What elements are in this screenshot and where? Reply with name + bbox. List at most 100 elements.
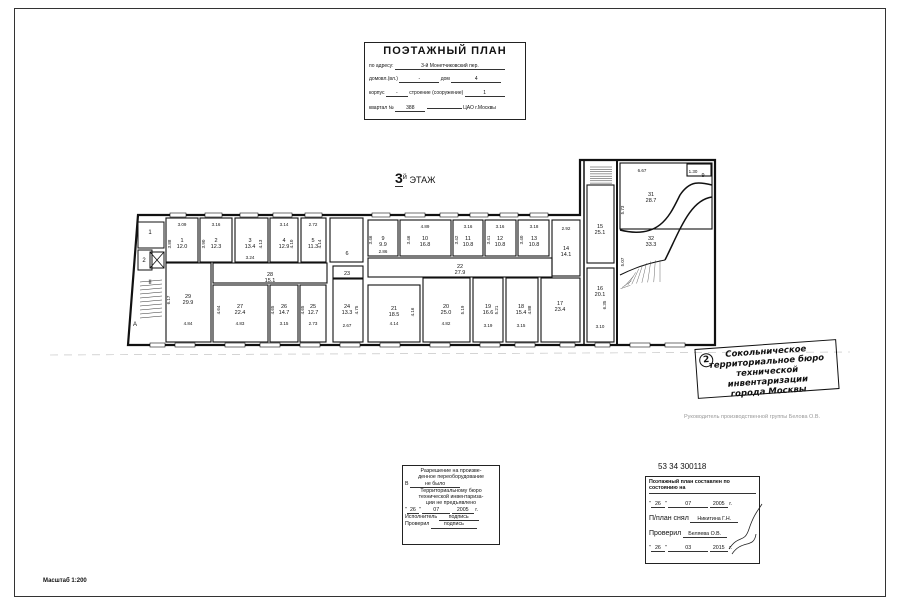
room-dimension: 3.15: [280, 321, 289, 326]
curved-wall: [664, 196, 713, 261]
stair-room: [137, 249, 153, 271]
room-26: [269, 284, 299, 343]
stair-step: [647, 261, 651, 283]
perm-line: технической инвентариза-: [418, 494, 484, 501]
room-22: [367, 257, 553, 278]
room-number: 31: [648, 192, 654, 198]
room-dimension: 4.13: [258, 239, 263, 248]
state-month2: 03: [668, 545, 709, 552]
title-block: ПОЭТАЖНЫЙ ПЛАН по адресу: 3-й Монетчиков…: [364, 42, 526, 120]
room-dimension: 3.09: [178, 222, 187, 227]
room-number: 28: [267, 272, 273, 278]
room-number: 23: [344, 271, 350, 277]
room-area: 9.9: [379, 242, 387, 248]
room-area: 18.5: [389, 312, 400, 318]
room-area: 25.0: [441, 310, 452, 316]
room-area: 14.1: [561, 252, 572, 258]
room-area: 20.1: [595, 292, 606, 298]
bti-stamp: 2 Сокольническое территориальное бюро те…: [694, 339, 840, 400]
room-13: [517, 219, 550, 257]
room-19: [472, 277, 504, 343]
perm-line: Территориальному бюро: [420, 487, 482, 494]
room-28: [212, 262, 328, 284]
room-area: 12.0: [177, 244, 188, 250]
room-area: 22.4: [235, 310, 246, 316]
window: [174, 342, 196, 348]
window: [594, 342, 611, 348]
window: [259, 342, 281, 348]
stair-step: [139, 287, 163, 291]
room-2: [199, 217, 233, 263]
district: ЦАО г.Москвы: [463, 105, 496, 111]
room-area: 13.3: [342, 310, 353, 316]
room-dimension: 4.88: [527, 305, 532, 314]
window: [559, 342, 576, 348]
window: [429, 342, 451, 348]
room-9: [367, 219, 399, 257]
room-dimension: 6.35: [602, 300, 607, 309]
room-dimension: 5.73: [620, 205, 625, 214]
room-number: 17: [557, 301, 563, 307]
room-area: 33.3: [646, 242, 657, 248]
window: [404, 212, 426, 218]
room-31: [619, 162, 713, 230]
state-year2-suffix: г.: [729, 545, 732, 551]
window: [304, 212, 323, 218]
room-dimension: 2.73: [309, 321, 318, 326]
dom-value: 4: [451, 76, 502, 83]
window: [299, 342, 321, 348]
room-24: [332, 278, 364, 343]
room-area: 15.4: [516, 310, 527, 316]
room-dimension: 4.89: [421, 224, 430, 229]
room-5: [300, 217, 327, 263]
room-dimension: 4.65: [270, 305, 275, 314]
room-dimension: 4.75: [354, 305, 359, 314]
stair-step: [631, 268, 639, 285]
room-dimension: 3.46: [368, 235, 373, 244]
room-area: 10.8: [529, 242, 540, 248]
elevator-icon: [149, 251, 165, 269]
room-area: 16.8: [420, 242, 431, 248]
room-number: 26: [281, 304, 287, 310]
room-dimension: 3.90: [201, 239, 206, 248]
permission-box: Разрешение на произве- денное переоборуд…: [402, 465, 500, 545]
stair-edge: [619, 259, 666, 276]
stair-step: [139, 295, 163, 299]
room-dimension: 3.41: [486, 235, 491, 244]
room-dimension: 3.18: [530, 224, 539, 229]
room-dimension: 6.67: [638, 168, 647, 173]
perm-line: ции не предъявлено: [425, 500, 477, 507]
room-dimension: 3.16: [464, 224, 473, 229]
perm-year-suffix: г.: [475, 506, 478, 513]
room-17: [540, 277, 581, 343]
stair-step: [627, 272, 636, 286]
signature: [728, 503, 763, 555]
address-label: по адресу:: [369, 63, 394, 69]
room-3: [234, 217, 269, 263]
room-dimension: 2.86: [379, 249, 388, 254]
room-dimension: 4.10: [289, 239, 294, 248]
state-month: 07: [668, 501, 709, 508]
room-dimension: 4.14: [390, 321, 399, 326]
state-year: 2005: [709, 501, 728, 508]
stair-step: [621, 280, 632, 288]
curved-wall: [619, 182, 713, 233]
perm-checker-label: Проверил: [405, 521, 430, 528]
room-number: 9: [381, 236, 384, 242]
room-29: [165, 262, 212, 343]
room-dimension: 4.14: [317, 239, 322, 248]
window: [469, 212, 489, 218]
window: [479, 342, 501, 348]
room-dimension: 4.84: [184, 321, 193, 326]
room-1: [165, 217, 199, 263]
plan-title: ПОЭТАЖНЫЙ ПЛАН: [383, 45, 507, 57]
state-box: Поэтажный план составлен по состоянию на…: [645, 476, 763, 564]
room-9: [686, 163, 712, 177]
room-14: [551, 219, 581, 277]
window: [339, 342, 361, 348]
room-area: 16.6: [483, 310, 494, 316]
room-dimension: 3.24: [246, 255, 255, 260]
room-area: 25.1: [595, 230, 606, 236]
stair-label: 2: [142, 258, 146, 264]
stair-label: II: [148, 280, 152, 286]
